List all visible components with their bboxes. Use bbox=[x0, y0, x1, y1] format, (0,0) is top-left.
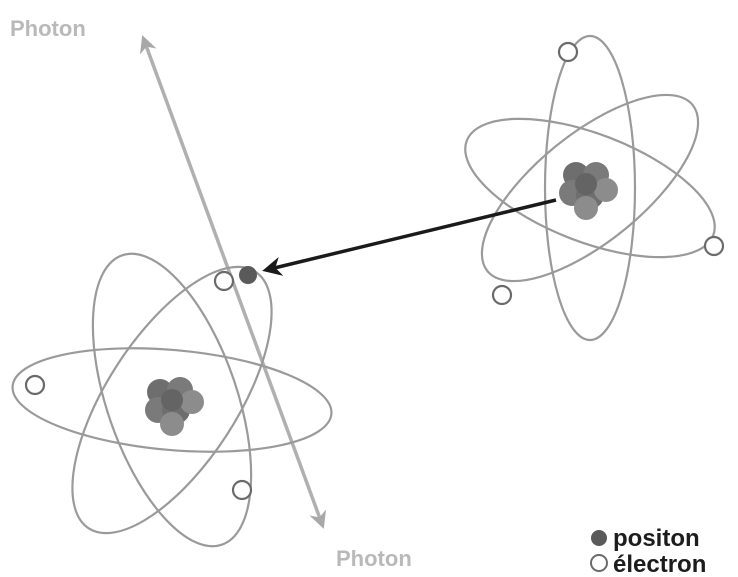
electron-right-1 bbox=[557, 41, 579, 63]
orbit-right-1 bbox=[464, 117, 716, 259]
positron-particle bbox=[239, 266, 257, 284]
atom-left bbox=[11, 252, 333, 548]
atom-right bbox=[464, 34, 725, 342]
orbit-left-2 bbox=[91, 252, 253, 548]
legend-electron-label: électron bbox=[613, 551, 706, 577]
electron-right-2 bbox=[703, 235, 725, 257]
legend: positon électron bbox=[590, 525, 706, 577]
orbit-left-1 bbox=[11, 347, 333, 453]
nucleus-right bbox=[559, 162, 618, 220]
legend-positron-label: positon bbox=[613, 525, 700, 552]
electron-left-3 bbox=[231, 479, 253, 501]
nucleus-left bbox=[145, 377, 204, 436]
positron-emission-arrow bbox=[262, 198, 557, 276]
electron-left-2 bbox=[24, 374, 46, 396]
electron-right-3 bbox=[491, 284, 513, 306]
photon-label-bottom: Photon bbox=[336, 546, 412, 571]
photon-label-top: Photon bbox=[10, 16, 86, 41]
orbit-right-2 bbox=[480, 93, 700, 283]
orbit-right-3 bbox=[543, 34, 637, 342]
legend-electron-swatch bbox=[590, 554, 608, 572]
electron-left-1 bbox=[213, 270, 235, 292]
legend-positron-swatch bbox=[591, 530, 607, 546]
